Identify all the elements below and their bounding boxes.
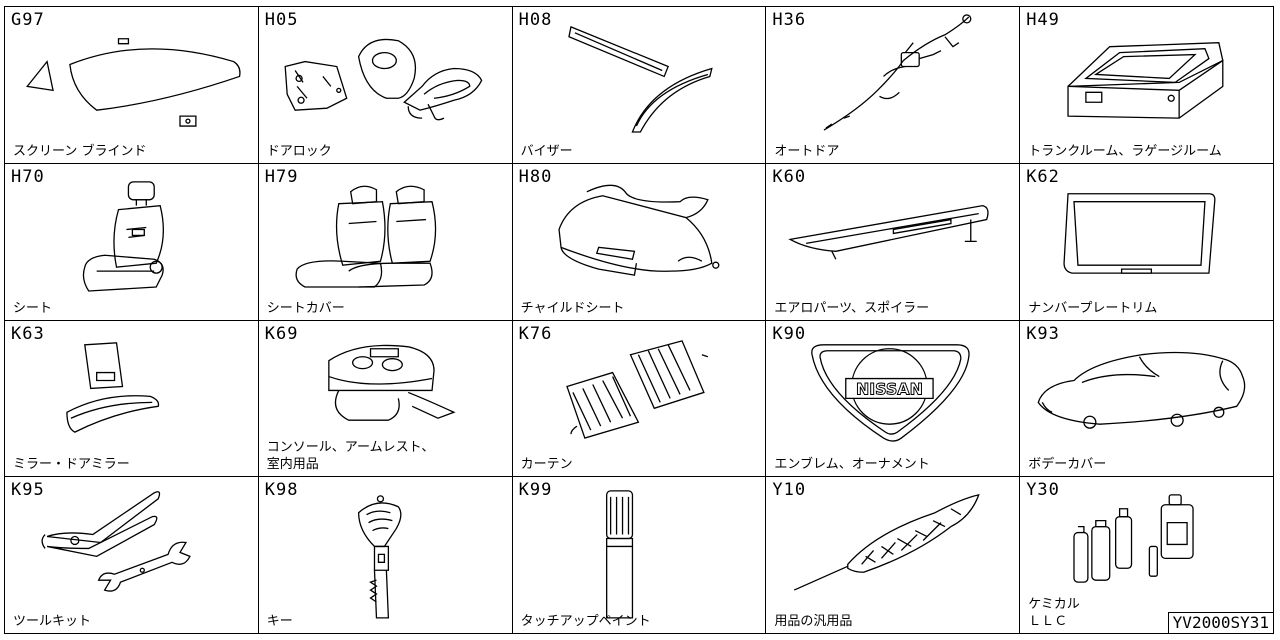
catalog-cell[interactable]: K99 タッチアップペイント — [512, 477, 767, 634]
part-code: K76 — [518, 323, 553, 344]
part-label: ツールキット — [13, 614, 92, 629]
part-code: Y10 — [772, 480, 807, 501]
windshield-sunshade-icon — [5, 7, 258, 163]
part-code: G97 — [11, 10, 45, 30]
catalog-cell[interactable]: H80 チャイルドシート — [512, 163, 767, 321]
body-cover-icon — [1020, 321, 1273, 477]
catalog-cell[interactable]: H36 オートドア — [766, 7, 1021, 164]
catalog-cell[interactable]: H79 シートカバー — [258, 163, 513, 321]
part-code: K98 — [264, 480, 299, 501]
catalog-cell[interactable]: K63 ミラー・ドアミラー — [5, 320, 259, 478]
catalog-cell[interactable]: K76 カーテン — [512, 320, 767, 478]
part-code: K90 — [772, 323, 807, 344]
part-label: チャイルドシート — [520, 300, 625, 316]
key-icon — [259, 477, 512, 633]
tool-kit-icon — [5, 477, 258, 633]
part-label: スクリーン ブラインド — [13, 143, 147, 159]
part-label: 用品の汎用品 — [774, 614, 853, 629]
catalog-cell[interactable]: K95 ツールキット — [5, 477, 259, 634]
catalog-cell[interactable]: K60 エアロパーツ、スポイラー — [766, 163, 1021, 321]
part-code: H70 — [11, 166, 45, 187]
catalog-cell[interactable]: G97 スクリーン ブラインド — [5, 7, 259, 164]
part-code: K63 — [11, 323, 45, 344]
emblem-icon: NISSAN — [766, 321, 1019, 477]
mirror-icon — [5, 321, 258, 477]
part-code: K99 — [518, 480, 553, 501]
part-label: ナンバープレートリム — [1028, 300, 1158, 316]
catalog-cell[interactable]: H49 トランクルーム、ラゲージルーム — [1020, 7, 1274, 164]
part-code: K60 — [772, 166, 807, 187]
parts-grid: G97 スクリーン ブラインド H05 — [4, 6, 1274, 634]
part-code: K93 — [1026, 323, 1060, 344]
duster-icon — [766, 477, 1019, 633]
part-label: シートカバー — [266, 300, 345, 316]
trunk-box-icon — [1020, 7, 1273, 163]
catalog-cell[interactable]: K62 ナンバープレートリム — [1020, 163, 1274, 321]
door-lock-icon — [259, 7, 512, 163]
chemicals-icon — [1020, 477, 1273, 633]
catalog-cell[interactable]: H70 シート — [5, 163, 259, 321]
part-label: ミラー・ドアミラー — [13, 457, 130, 473]
part-label: エアロパーツ、スポイラー — [774, 300, 930, 316]
part-code: H79 — [264, 166, 299, 187]
part-code: K62 — [1026, 166, 1060, 187]
catalog-cell[interactable]: H05 ドアロック — [258, 7, 513, 164]
catalog-cell[interactable]: K90 NISSAN エンブレム、オーナメント — [766, 320, 1021, 478]
part-label: コンソール、アームレスト、 室内用品 — [266, 440, 435, 473]
part-code: K69 — [264, 323, 299, 344]
part-code: H05 — [264, 10, 299, 30]
part-code: Y30 — [1026, 480, 1060, 501]
catalog-reference-code: YV2000SY31 — [1167, 612, 1274, 634]
visor-icon — [513, 7, 766, 163]
part-label: シート — [13, 300, 53, 316]
part-label: エンブレム、オーナメント — [774, 457, 930, 473]
plate-trim-icon — [1020, 164, 1273, 320]
part-label: タッチアップペイント — [520, 614, 651, 629]
part-label: キー — [266, 614, 293, 629]
curtain-icon — [513, 321, 766, 477]
part-label: ドアロック — [266, 143, 332, 159]
part-code: K95 — [11, 480, 45, 501]
part-label: トランクルーム、ラゲージルーム — [1028, 143, 1222, 159]
part-code: H36 — [772, 10, 807, 30]
catalog-cell[interactable]: H08 バイザー — [512, 7, 767, 164]
catalog-cell[interactable]: K69 コンソール、アームレスト、 室内用品 — [258, 320, 513, 478]
auto-door-cable-icon — [766, 7, 1019, 163]
part-label: バイザー — [520, 143, 573, 159]
part-code: H08 — [518, 10, 553, 30]
part-label: カーテン — [520, 457, 573, 473]
part-code: H80 — [518, 166, 553, 187]
catalog-cell[interactable]: K98 キー — [258, 477, 513, 634]
console-icon — [259, 321, 512, 477]
part-label: ケミカル ＬＬＣ — [1028, 597, 1080, 629]
touch-up-paint-icon — [513, 477, 766, 633]
spoiler-icon — [766, 164, 1019, 320]
seat-icon — [5, 164, 258, 320]
seat-cover-icon — [259, 164, 512, 320]
part-code: H49 — [1026, 10, 1060, 30]
child-seat-icon — [513, 164, 766, 320]
catalog-cell[interactable]: Y30 ケミカル ＬＬＣ — [1020, 477, 1274, 634]
part-label: ボデーカバー — [1028, 457, 1107, 473]
catalog-cell[interactable]: K93 ボデーカバー — [1020, 320, 1274, 478]
catalog-cell[interactable]: Y10 用品の汎用品 — [766, 477, 1021, 634]
part-label: オートドア — [774, 143, 840, 159]
emblem-brand-text: NISSAN — [856, 379, 923, 398]
